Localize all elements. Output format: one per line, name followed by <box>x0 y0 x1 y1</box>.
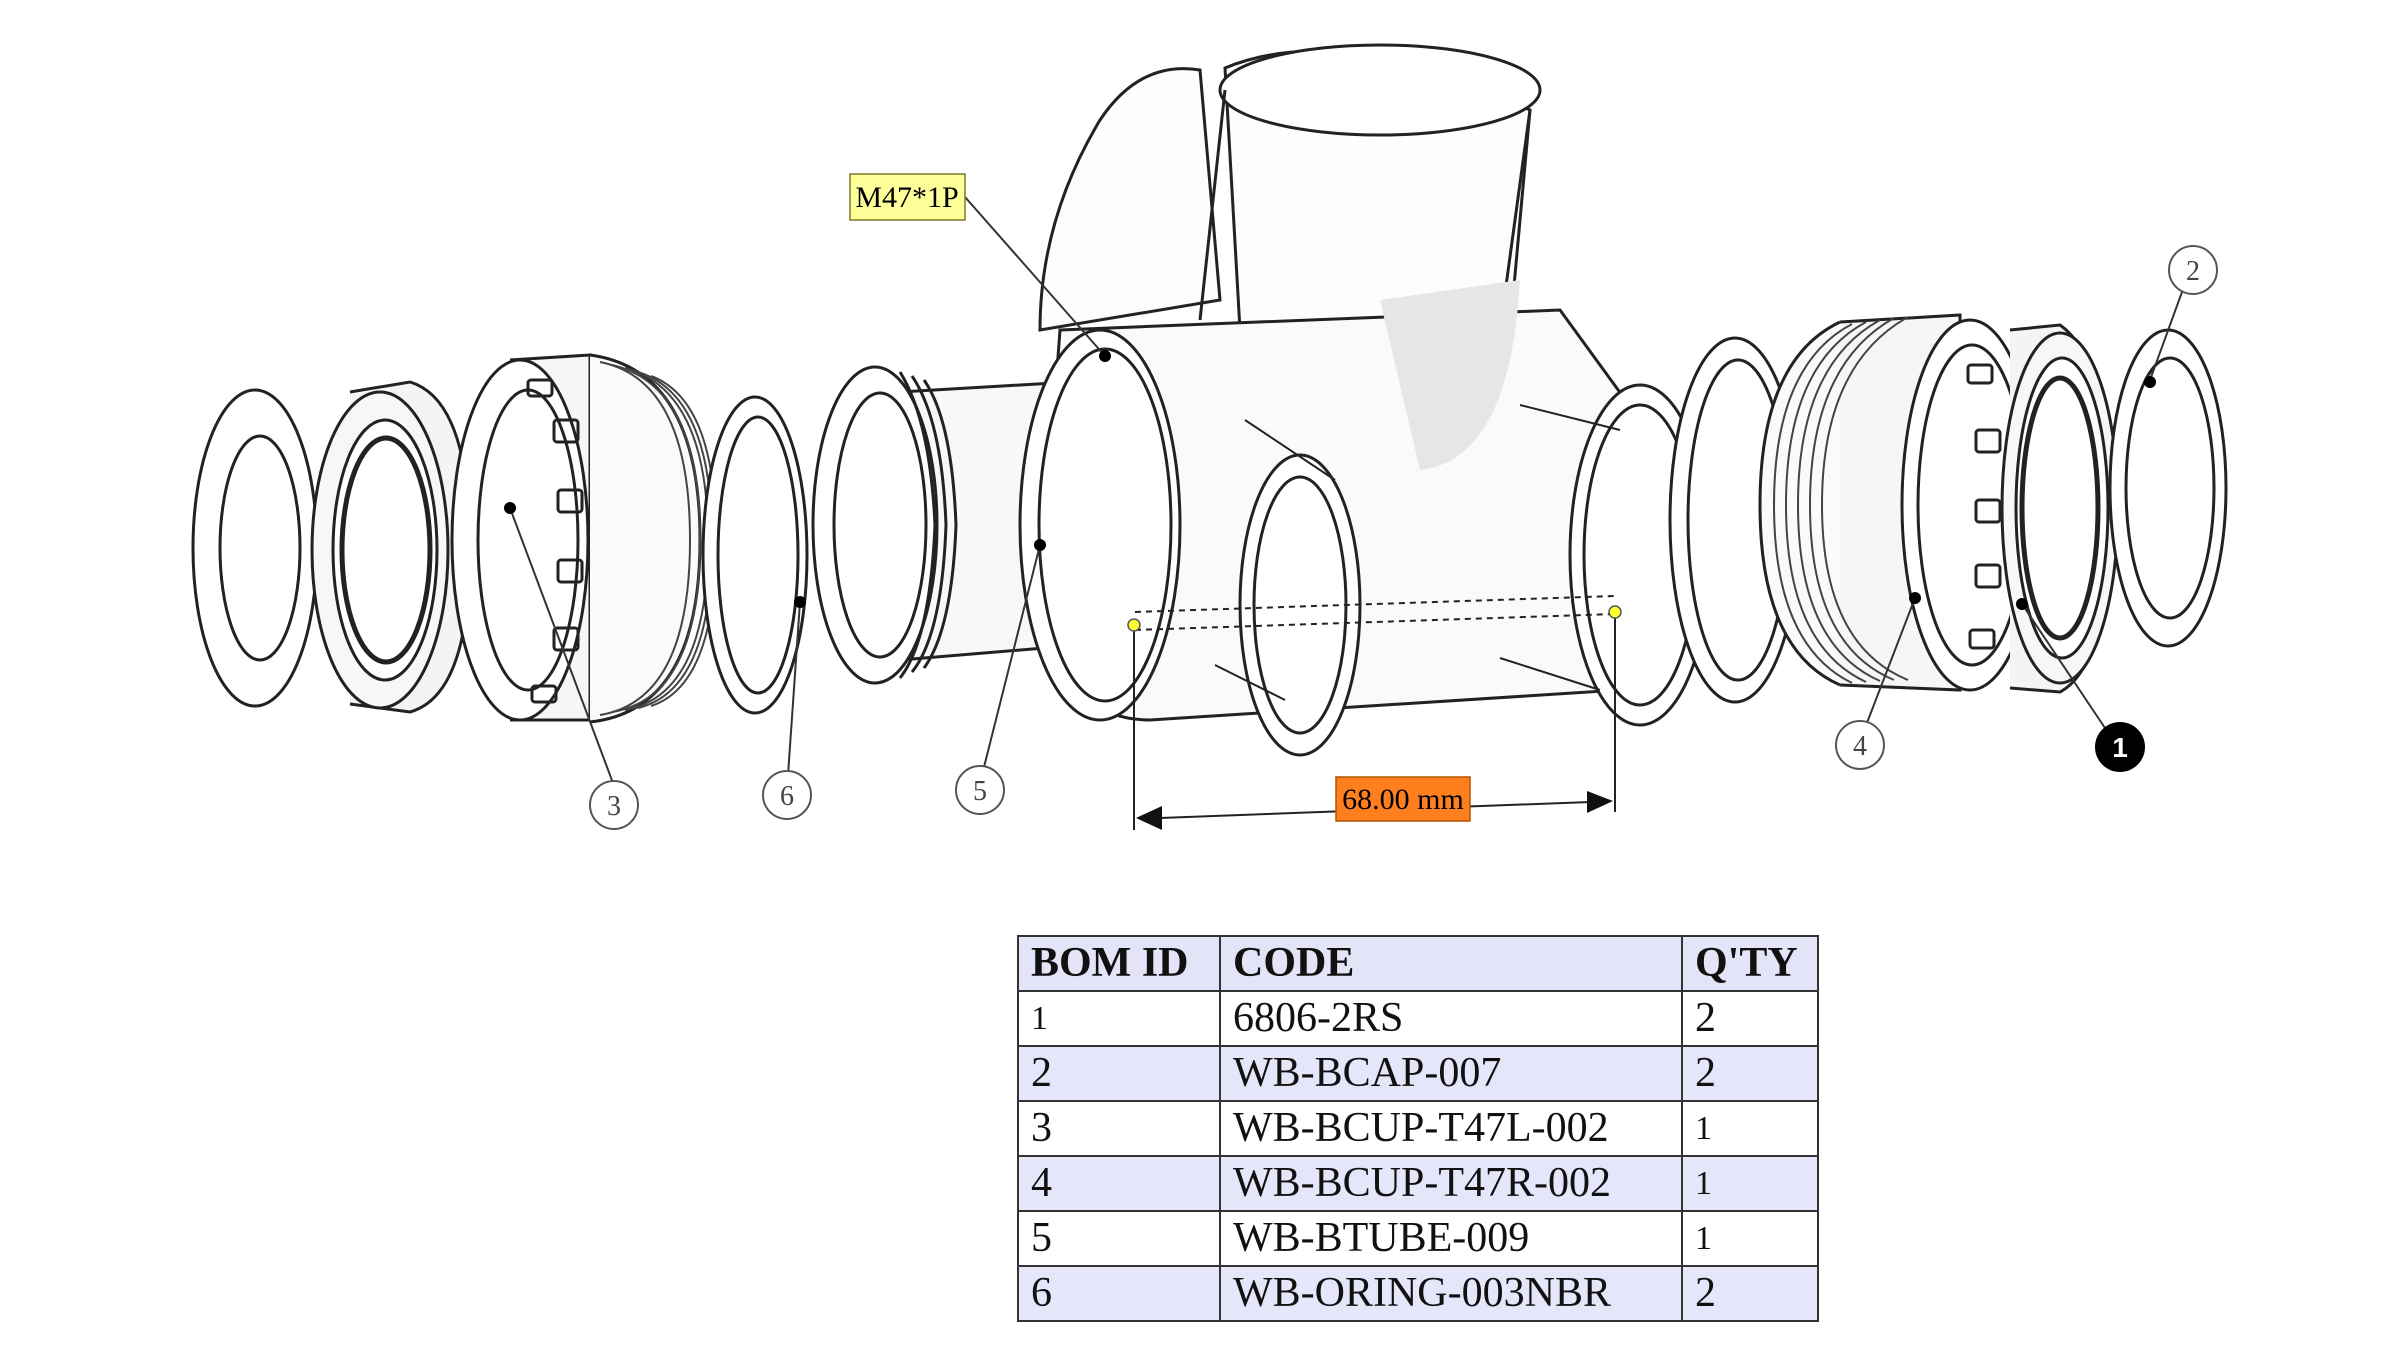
balloon-4: 4 <box>1835 720 1885 770</box>
dimension-68mm: 68.00 mm <box>1127 605 1622 830</box>
part-right-cap-ring <box>2108 328 2228 648</box>
bom-code-cell: WB-BCAP-007 <box>1219 1045 1683 1102</box>
part-left-cup <box>450 353 718 724</box>
svg-text:6: 6 <box>780 781 794 812</box>
part-left-cap-ring <box>191 388 319 708</box>
svg-text:1: 1 <box>2112 732 2128 763</box>
table-row: 5 WB-BTUBE-009 1 <box>1017 1210 1819 1267</box>
table-row: 6 WB-ORING-003NBR 2 <box>1017 1265 1819 1322</box>
balloon-3: 3 <box>589 780 639 830</box>
part-right-bearing <box>2000 323 2120 694</box>
leader-dots <box>504 350 2156 610</box>
balloon-6: 6 <box>762 770 812 820</box>
bom-code-cell: 6806-2RS <box>1219 990 1683 1047</box>
svg-text:2: 2 <box>2186 256 2200 287</box>
hidden-line-tube <box>1134 595 1616 631</box>
leader-lines <box>509 196 2183 784</box>
svg-text:4: 4 <box>1853 731 1867 762</box>
bom-code-cell: WB-BTUBE-009 <box>1219 1210 1683 1267</box>
table-row: 1 6806-2RS 2 <box>1017 990 1819 1047</box>
bom-id-cell: 6 <box>1017 1265 1221 1322</box>
bom-id-cell: 5 <box>1017 1210 1221 1267</box>
bom-id-cell: 3 <box>1017 1100 1221 1157</box>
svg-text:5: 5 <box>973 776 987 807</box>
bom-qty-cell: 2 <box>1681 990 1819 1047</box>
table-row: 3 WB-BCUP-T47L-002 1 <box>1017 1100 1819 1157</box>
thread-spec-tag: M47*1P <box>849 173 966 221</box>
dimension-label: 68.00 mm <box>1342 783 1464 816</box>
bom-table: BOM ID CODE Q'TY 1 6806-2RS 2 2 WB-BCAP-… <box>1017 935 1819 1322</box>
bom-id-cell: 1 <box>1017 990 1221 1047</box>
bom-qty-cell: 2 <box>1681 1045 1819 1102</box>
bom-qty-cell: 1 <box>1681 1100 1819 1157</box>
part-left-oring <box>701 395 809 715</box>
bom-qty-cell: 1 <box>1681 1210 1819 1267</box>
part-frame-bb-shell <box>1018 43 1712 757</box>
balloon-2: 2 <box>2168 245 2218 295</box>
bom-qty-cell: 2 <box>1681 1265 1819 1322</box>
bom-code-cell: WB-BCUP-T47R-002 <box>1219 1155 1683 1212</box>
thread-spec-label: M47*1P <box>855 181 958 214</box>
table-row: 4 WB-BCUP-T47R-002 1 <box>1017 1155 1819 1212</box>
bom-qty-cell: 1 <box>1681 1155 1819 1212</box>
table-row: 2 WB-BCAP-007 2 <box>1017 1045 1819 1102</box>
svg-text:3: 3 <box>607 791 621 822</box>
bom-header-qty: Q'TY <box>1681 935 1819 992</box>
dimension-label-box <box>1335 776 1471 822</box>
part-right-cup <box>1758 313 2040 692</box>
bom-header-row: BOM ID CODE Q'TY <box>1017 935 1819 992</box>
part-left-bearing <box>310 380 472 714</box>
bom-code-cell: WB-ORING-003NBR <box>1219 1265 1683 1322</box>
bom-header-code: CODE <box>1219 935 1683 992</box>
bom-header-id: BOM ID <box>1017 935 1221 992</box>
balloon-1: 1 <box>2095 722 2145 772</box>
bom-id-cell: 2 <box>1017 1045 1221 1102</box>
bom-code-cell: WB-BCUP-T47L-002 <box>1219 1100 1683 1157</box>
bom-id-cell: 4 <box>1017 1155 1221 1212</box>
balloon-5: 5 <box>955 765 1005 815</box>
